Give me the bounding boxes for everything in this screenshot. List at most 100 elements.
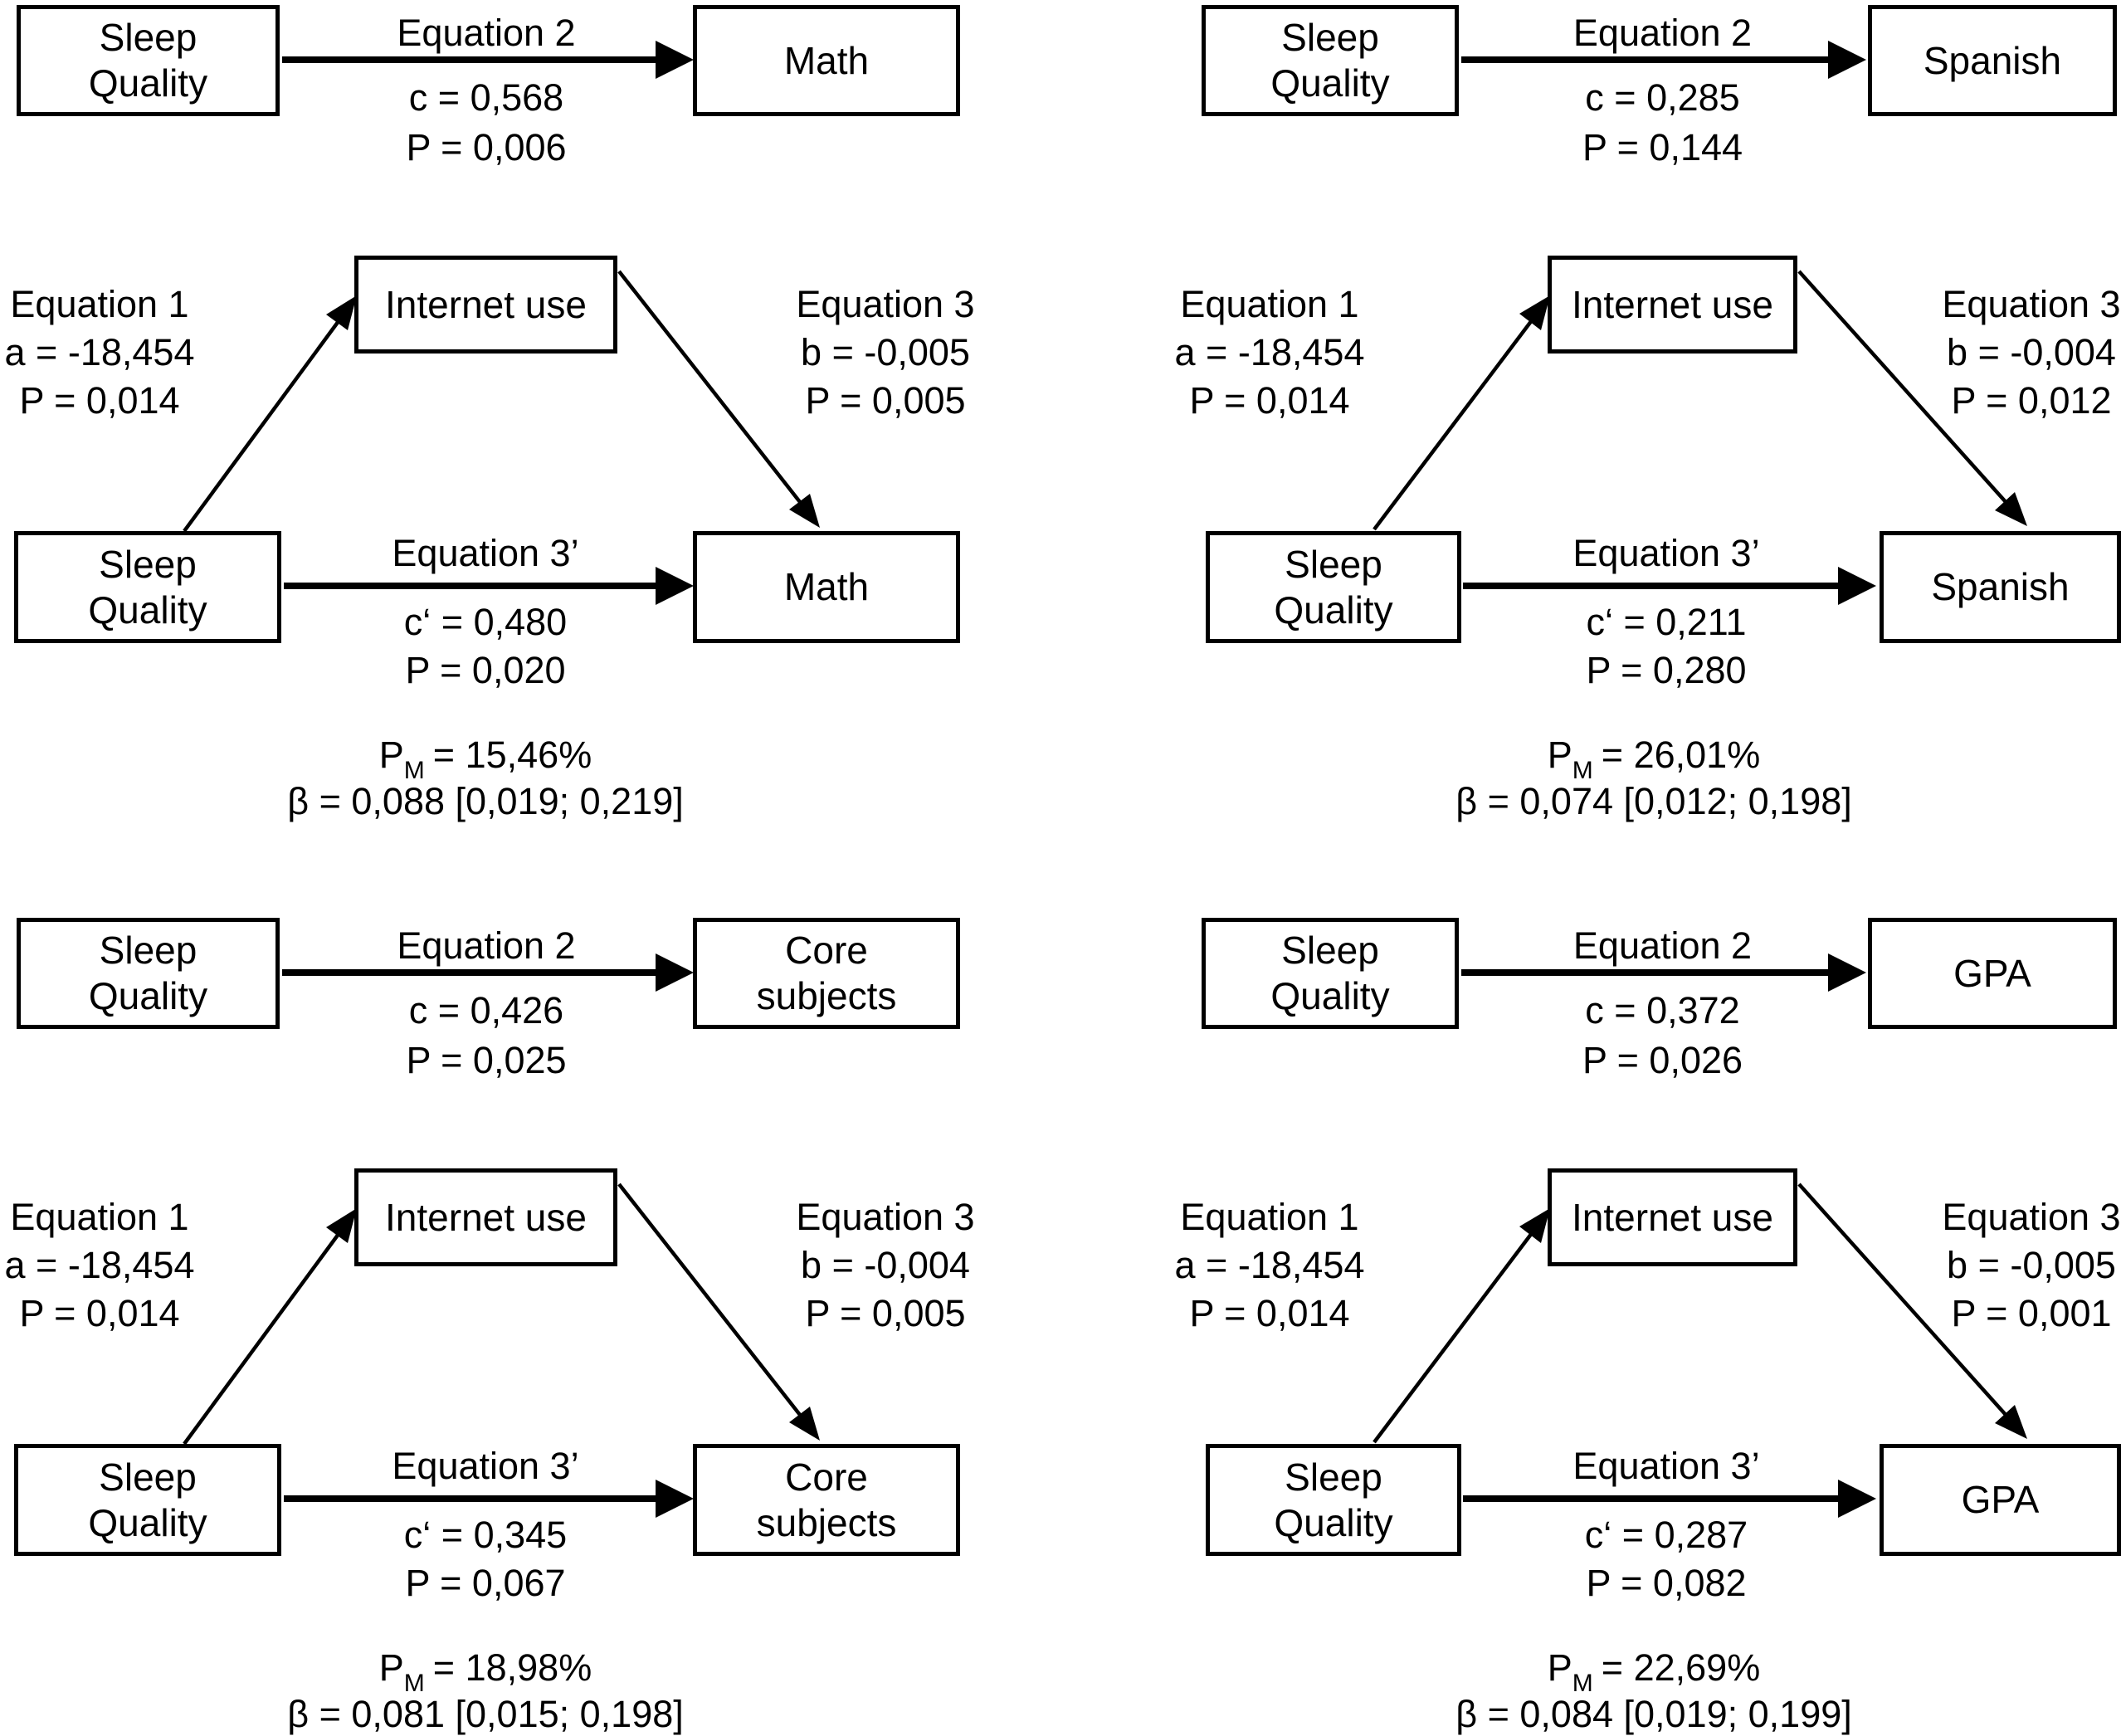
equation-3-block: Equation 3 b = -0,005 P = 0,001	[1942, 1193, 2121, 1338]
outcome-box: GPA	[1880, 1444, 2121, 1556]
outcome-box: Spanish	[1880, 531, 2121, 643]
indirect-effect-beta-label: β = 0,088 [0,019; 0,219]	[287, 780, 684, 822]
c-pvalue-label: P = 0,025	[406, 1039, 567, 1081]
box-label: GPA	[1953, 951, 2031, 995]
equation-3prime-label: Equation 3’	[1572, 532, 1760, 574]
equation-3prime-label: Equation 3’	[392, 1445, 579, 1487]
sleep-quality-box: Sleep Quality	[1202, 5, 1459, 116]
b-coefficient-label: b = -0,004	[1947, 331, 2116, 373]
outcome-box: Core subjects	[693, 1444, 960, 1556]
equation-3-label: Equation 3	[1942, 283, 2121, 325]
a-pvalue-label: P = 0,014	[19, 379, 180, 422]
b-coefficient-label: b = -0,005	[1947, 1244, 2116, 1286]
arrowhead-icon	[1519, 1208, 1550, 1243]
outcome-box: Core subjects	[693, 918, 960, 1029]
a-path-arrow-line	[183, 319, 340, 533]
c-pvalue-label: P = 0,006	[406, 126, 567, 168]
box-label: Internet use	[1572, 1195, 1773, 1239]
equation-1-label: Equation 1	[1180, 283, 1359, 325]
pm-value: = 18,98%	[432, 1646, 592, 1689]
box-label: Quality	[1274, 588, 1393, 631]
pm-symbol: P	[1547, 734, 1572, 776]
indirect-effect-beta-label: β = 0,081 [0,015; 0,198]	[287, 1693, 684, 1735]
a-path-arrow-line	[1373, 1231, 1533, 1444]
mediation-panel: Sleep Quality Core subjects Equation 2 c…	[0, 913, 1060, 1735]
equation-3-block: Equation 3 b = -0,005 P = 0,005	[782, 280, 989, 425]
equation-3-label: Equation 3	[796, 1196, 975, 1238]
mediation-panel: Sleep Quality GPA Equation 2 c = 0,372 P…	[1060, 913, 2121, 1735]
box-label: Math	[783, 38, 870, 82]
pm-subscript: M	[403, 1670, 425, 1697]
arrowhead-icon	[326, 295, 357, 330]
internet-use-box: Internet use	[1548, 256, 1797, 354]
proportion-mediated-label: PM = 15,46%	[278, 734, 693, 792]
box-label: Internet use	[1572, 282, 1773, 326]
equation-2-label: Equation 2	[397, 924, 576, 967]
box-label: Internet use	[385, 1195, 587, 1239]
b-pvalue-label: P = 0,005	[805, 1292, 966, 1334]
equation-3-label: Equation 3	[796, 283, 975, 325]
a-pvalue-label: P = 0,014	[19, 1292, 180, 1334]
proportion-mediated-label: PM= 22,69%	[1446, 1646, 1861, 1705]
equation-3prime-label: Equation 3’	[392, 532, 579, 574]
pm-symbol: P	[378, 1646, 404, 1689]
arrowhead-icon	[1995, 492, 2027, 526]
outcome-box: Math	[693, 531, 960, 643]
b-pvalue-label: P = 0,001	[1951, 1292, 2112, 1334]
sleep-quality-box: Sleep Quality	[14, 1444, 281, 1556]
a-coefficient-label: a = -18,454	[1174, 1244, 1365, 1286]
mediation-panel: Sleep Quality Math Equation 2 c = 0,568 …	[0, 0, 1060, 822]
equation-1-label: Equation 1	[10, 283, 189, 325]
equation-1-block: Equation 1 a = -18,454 P = 0,014	[0, 280, 199, 425]
c-prime-coefficient-label: c‘ = 0,287	[1584, 1514, 1748, 1556]
box-label: Internet use	[385, 282, 587, 326]
box-label: Sleep	[1285, 1455, 1382, 1499]
c-pvalue-label: P = 0,144	[1582, 126, 1743, 168]
c-prime-pvalue-label: P = 0,280	[1586, 649, 1747, 691]
box-label: Quality	[88, 61, 208, 105]
outcome-box: Spanish	[1868, 5, 2117, 116]
b-coefficient-label: b = -0,004	[801, 1244, 970, 1286]
c-coefficient-label: c = 0,568	[408, 76, 564, 119]
box-label: Core	[785, 1455, 868, 1499]
sleep-quality-box: Sleep Quality	[17, 5, 280, 116]
box-label: Sleep	[1281, 929, 1379, 972]
box-label: subjects	[756, 1500, 897, 1544]
equation-2-label: Equation 2	[1572, 924, 1753, 967]
equation-1-block: Equation 1 a = -18,454 P = 0,014	[0, 1193, 199, 1338]
a-coefficient-label: a = -18,454	[4, 1244, 195, 1286]
equation-1-label: Equation 1	[1180, 1196, 1359, 1238]
a-pvalue-label: P = 0,014	[1189, 379, 1350, 422]
box-label: Quality	[88, 588, 207, 631]
pm-symbol: P	[1547, 1646, 1572, 1689]
arrowhead-icon	[326, 1208, 357, 1243]
pm-value: = 15,46%	[432, 734, 592, 776]
box-label: Quality	[88, 974, 208, 1017]
equation-3-label: Equation 3	[1942, 1196, 2121, 1238]
pm-subscript: M	[403, 757, 425, 784]
indirect-effect-beta-label: β = 0,074 [0,012; 0,198]	[1455, 780, 1852, 822]
a-pvalue-label: P = 0,014	[1189, 1292, 1350, 1334]
outcome-box: Math	[693, 5, 960, 116]
a-path-arrow-line	[183, 1232, 340, 1446]
box-label: Spanish	[1923, 38, 2062, 82]
box-label: Sleep	[1285, 542, 1382, 586]
box-label: Sleep	[99, 542, 197, 586]
box-label: Core	[785, 929, 868, 972]
outcome-box: GPA	[1868, 918, 2117, 1029]
proportion-mediated-label: PM= 26,01%	[1446, 734, 1861, 792]
mediation-panel: Sleep Quality Spanish Equation 2 c = 0,2…	[1060, 0, 2121, 822]
c-prime-pvalue-label: P = 0,082	[1586, 1562, 1747, 1604]
sleep-quality-box: Sleep Quality	[1206, 531, 1461, 643]
box-label: Sleep	[99, 929, 197, 972]
equation-2-label: Equation 2	[397, 12, 576, 54]
a-coefficient-label: a = -18,454	[1174, 331, 1365, 373]
c-prime-coefficient-label: c‘ = 0,345	[403, 1514, 568, 1556]
pm-symbol: P	[378, 734, 404, 776]
box-label: Quality	[1270, 974, 1390, 1017]
equation-1-label: Equation 1	[10, 1196, 189, 1238]
box-label: Quality	[88, 1500, 207, 1544]
box-label: Sleep	[1281, 16, 1379, 59]
internet-use-box: Internet use	[354, 256, 617, 354]
